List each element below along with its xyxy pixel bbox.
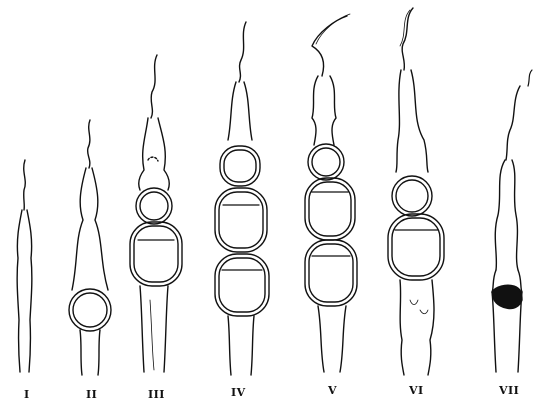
stage-label-3: III (148, 388, 165, 401)
stage-label-1: I (24, 388, 30, 401)
stage-7-drawing (492, 70, 532, 372)
stage-4-drawing (215, 22, 269, 375)
stage-label-6: VI (409, 384, 424, 397)
stage-label-2: II (86, 388, 97, 401)
stage-5-drawing (305, 14, 357, 372)
stage-label-7: VII (499, 384, 519, 397)
stage-7-dark-bulb (492, 285, 522, 308)
stage-3-drawing (130, 55, 182, 372)
stage-1-drawing (17, 160, 32, 372)
stage-6-drawing (388, 8, 444, 375)
stage-label-4: IV (231, 386, 246, 399)
stage-label-5: V (328, 384, 337, 397)
stage-2-drawing (69, 120, 111, 375)
